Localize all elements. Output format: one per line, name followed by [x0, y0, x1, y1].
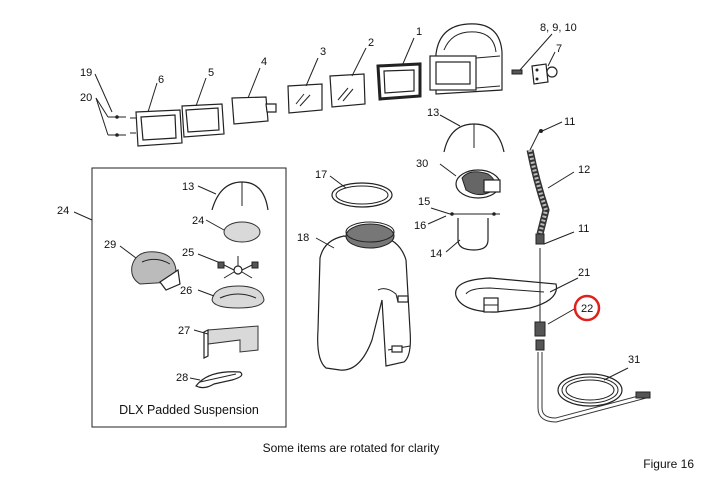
callout-28: 28 [176, 372, 188, 384]
callout-25: 25 [182, 247, 194, 259]
callout-2: 2 [368, 37, 374, 49]
inset-part-29-headpiece [131, 251, 181, 291]
callout-3: 3 [320, 46, 326, 58]
callout-29: 29 [104, 239, 116, 251]
part-13-crown [443, 123, 505, 153]
caption: Some items are rotated for clarity [263, 441, 440, 455]
part-14-strap [450, 212, 500, 251]
helmet [429, 23, 523, 95]
inset-part-28-strap [195, 371, 243, 389]
callout-24: 24 [57, 205, 69, 217]
inset-part-25-harness [217, 256, 259, 279]
callout-22-highlight [573, 294, 601, 322]
callout-16: 16 [414, 220, 426, 232]
part-18-cape [317, 221, 411, 371]
inset-title: DLX Padded Suspension [119, 403, 259, 417]
inset-part-27-sweatband [203, 325, 259, 359]
part-6-window-frame [108, 109, 183, 147]
part-5-lens [181, 103, 225, 138]
callout-labels: 1 2 3 4 5 6 7 8, 9, 10 11 11 12 13 13 14… [57, 22, 640, 384]
callout-17: 17 [315, 169, 327, 181]
inset-part-26-cushion [211, 285, 265, 309]
part-4-gasket [231, 96, 277, 125]
part-1-window [376, 62, 422, 101]
part-17-collar-ring [331, 182, 393, 208]
part-31-hose [537, 352, 651, 423]
part-2-lens [329, 73, 366, 108]
callout-30: 30 [416, 158, 428, 170]
callout-13-inset: 13 [182, 181, 194, 193]
callout-18: 18 [297, 232, 309, 244]
callout-31: 31 [628, 354, 640, 366]
callout-6: 6 [158, 74, 164, 86]
callout-19: 19 [80, 67, 92, 79]
callout-21: 21 [578, 267, 590, 279]
callout-14: 14 [430, 248, 442, 260]
part-7-bracket [531, 63, 558, 85]
part-30-headgear [455, 169, 501, 199]
inset-part-13-crown [211, 181, 269, 211]
callout-11-top: 11 [564, 116, 575, 128]
inset-box [91, 167, 287, 428]
callout-22: 22 [581, 303, 593, 315]
inset-part-24-pad [223, 221, 261, 243]
figure-label: Figure 16 [643, 457, 694, 471]
callout-15: 15 [418, 196, 430, 208]
part-12-air-tube [526, 129, 550, 245]
callout-27: 27 [178, 325, 190, 337]
callout-5: 5 [208, 67, 214, 79]
callout-7: 7 [556, 43, 562, 55]
callout-12: 12 [578, 164, 590, 176]
callout-24-inset: 24 [192, 215, 204, 227]
part-21-belt [455, 277, 558, 313]
callout-11-lower: 11 [578, 223, 589, 235]
callout-8-9-10: 8, 9, 10 [540, 22, 577, 34]
callout-26: 26 [180, 285, 192, 297]
callout-4: 4 [261, 56, 267, 68]
part-22-fitting [534, 248, 546, 351]
part-3-outer-lens [287, 83, 323, 114]
callout-1: 1 [416, 26, 422, 38]
callout-20: 20 [80, 92, 92, 104]
callout-13: 13 [427, 107, 439, 119]
